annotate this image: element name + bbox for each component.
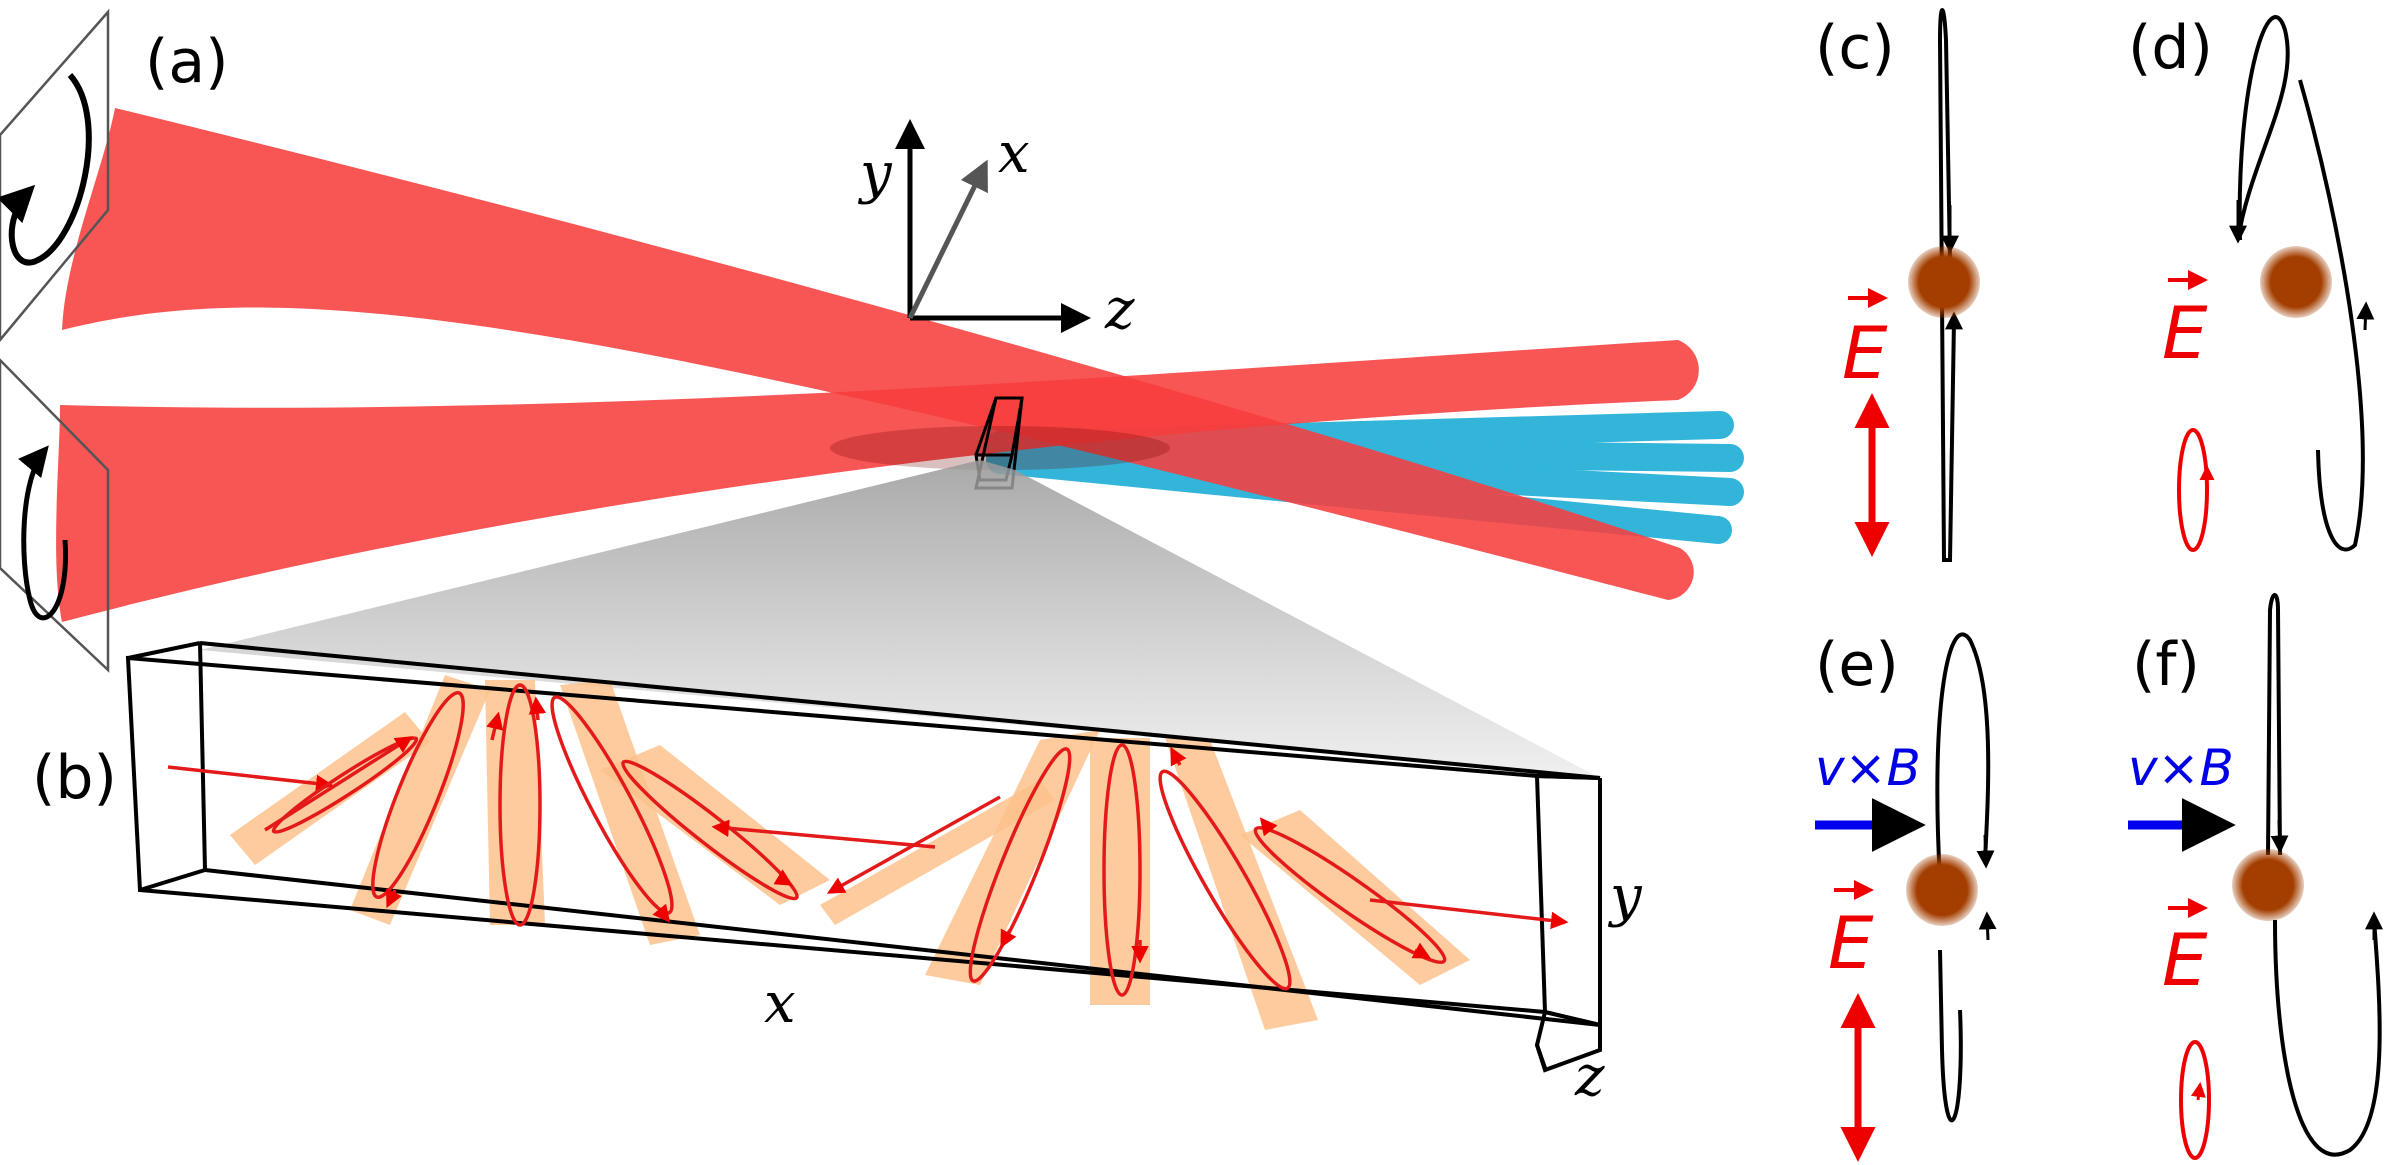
box-axis-x-label: x xyxy=(764,971,796,1036)
polarization-ellipse xyxy=(621,759,799,901)
box-axis-y-label: y xyxy=(1607,864,1643,929)
polarization-ellipse xyxy=(968,747,1072,983)
panel-e: (e) v×B E xyxy=(1815,630,1997,1162)
field-label-d: E xyxy=(2162,291,2208,375)
field-label-e: E xyxy=(1828,901,1874,985)
trajectory xyxy=(2236,15,2365,552)
trajectory xyxy=(2266,593,2382,1157)
field-ellipse-icon xyxy=(2177,428,2209,552)
polarization-ellipse xyxy=(498,683,542,927)
panel-b: (b) xyxy=(32,641,1643,1109)
panel-label-a: (a) xyxy=(145,27,229,97)
trajectory xyxy=(1937,8,1956,562)
field-label-c: E xyxy=(1842,311,1888,395)
panel-label-b: (b) xyxy=(32,743,117,813)
field-label-f: E xyxy=(2162,918,2208,1002)
linear-polarization-arrow xyxy=(1369,898,1569,930)
axis-y-label: y xyxy=(857,141,893,206)
panel-label-d: (d) xyxy=(2128,13,2213,83)
laser-beam-upper xyxy=(62,108,1694,600)
zoom-box xyxy=(125,641,1602,1073)
circular-polarization-icon xyxy=(0,73,92,266)
focus-overlap xyxy=(830,426,1170,470)
polarization-ellipse xyxy=(371,690,465,900)
panel-label-c: (c) xyxy=(1815,13,1895,83)
linear-polarization-arrow xyxy=(167,765,334,793)
axis-x-label: x xyxy=(998,121,1030,186)
box-axis-z-label: z xyxy=(1574,1044,1605,1109)
polarization-ellipse xyxy=(271,736,419,834)
zoom-cone xyxy=(200,460,1600,778)
linear-polarization-arrow xyxy=(711,819,936,849)
axis-z-label: z xyxy=(1104,277,1135,342)
panel-f: (f) v×B E xyxy=(2128,593,2383,1160)
panel-label-f: (f) xyxy=(2132,630,2200,700)
panel-d: (d) E xyxy=(2128,13,2375,552)
panel-a: (a) y x z xyxy=(0,8,1744,778)
force-label-f: v×B xyxy=(2128,739,2234,797)
polarization-plane-lower xyxy=(0,358,110,673)
field-ellipse-icon xyxy=(2179,1040,2211,1160)
trajectory xyxy=(1935,632,1991,1123)
particle-icon xyxy=(2232,849,2304,921)
force-label-e: v×B xyxy=(1815,739,1921,797)
polarization-ellipse xyxy=(1102,743,1142,997)
panel-label-e: (e) xyxy=(1815,630,1899,700)
axes-triad: y x z xyxy=(857,119,1135,342)
polarization-ellipses xyxy=(167,683,1569,997)
particle-icon xyxy=(1908,246,1980,318)
polarization-ellipse xyxy=(1253,825,1447,965)
panel-c: (c) E xyxy=(1815,8,1980,562)
particle-icon xyxy=(2260,246,2332,318)
polarization-ellipse xyxy=(1158,769,1292,991)
polarization-plane-upper xyxy=(0,8,110,342)
particle-icon xyxy=(1906,854,1978,926)
laser-beam-lower xyxy=(56,340,1699,622)
circular-polarization-icon xyxy=(18,445,69,621)
polarization-direction-arrows xyxy=(385,696,1432,964)
